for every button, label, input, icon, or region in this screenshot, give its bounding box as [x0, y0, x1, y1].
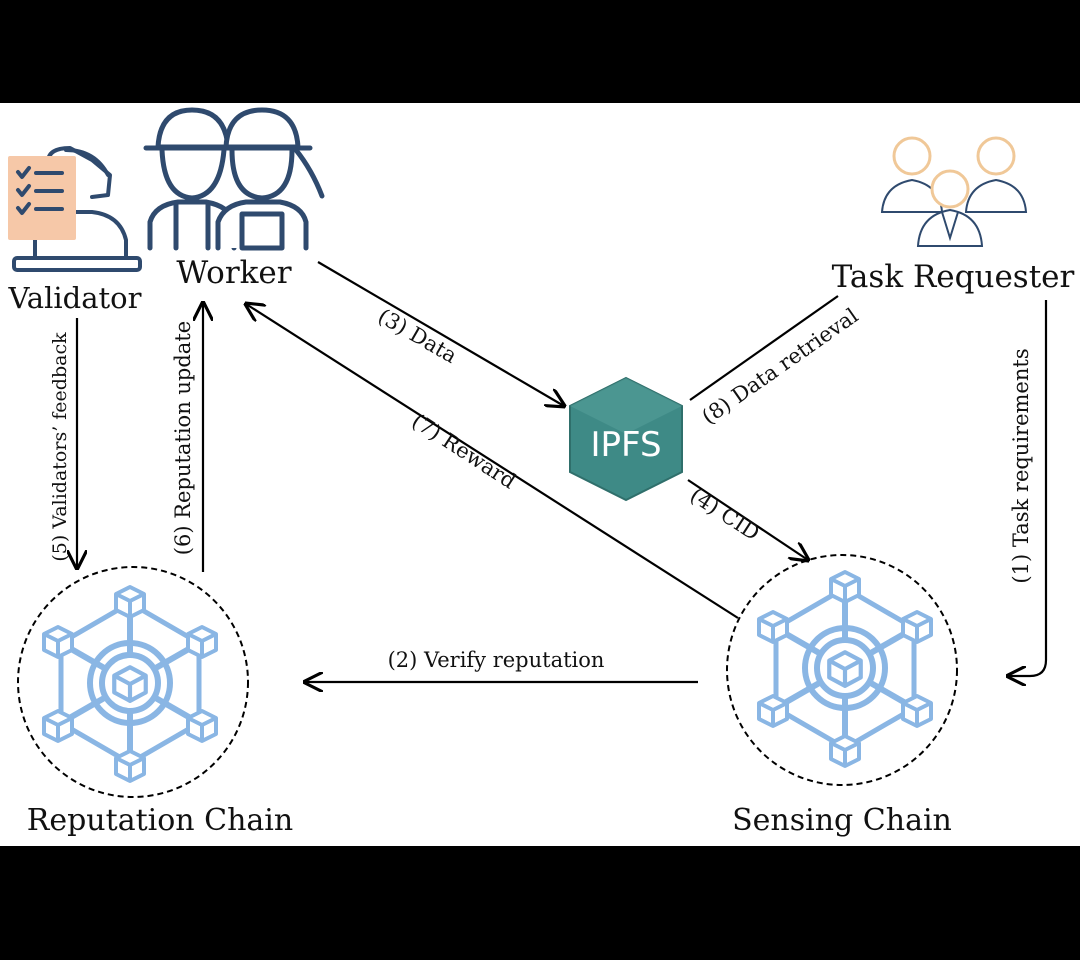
- validator-icon: [8, 146, 142, 272]
- reputation-update-label: (6) Reputation update: [171, 321, 195, 555]
- ipfs-label: IPFS: [590, 425, 661, 465]
- worker-label: Worker: [176, 255, 291, 291]
- reputation-chain-label: Reputation Chain: [27, 803, 293, 838]
- validator-label: Validator: [8, 281, 142, 315]
- arrow-data: [317, 261, 564, 406]
- sensing-chain-node: [726, 554, 958, 786]
- sensing-chain-label: Sensing Chain: [732, 803, 952, 838]
- reward-label: (7) Reward: [408, 409, 521, 494]
- arrow-reward: [246, 304, 739, 619]
- workers-icon: [143, 107, 325, 251]
- diagram-canvas: [0, 103, 1080, 846]
- data-label: (3) Data: [374, 304, 461, 368]
- ipfs-cube-icon: IPFS: [569, 376, 683, 502]
- task-requester-label: Task Requester: [832, 259, 1075, 295]
- data-retrieval-label: (8) Data retrieval: [697, 303, 862, 429]
- cid-label: (4) CID: [686, 483, 764, 545]
- arrow-task-requirements: [1008, 300, 1048, 676]
- arrow-cid: [687, 479, 808, 560]
- task-requirements-label: (1) Task requirements: [1009, 348, 1033, 583]
- validators-feedback-label: (5) Validators’ feedback: [49, 332, 71, 562]
- arrow-data-retrieval: [689, 295, 839, 401]
- group-icon: [880, 136, 1028, 247]
- reputation-chain-node: [17, 566, 249, 798]
- verify-reputation-label: (2) Verify reputation: [388, 648, 605, 672]
